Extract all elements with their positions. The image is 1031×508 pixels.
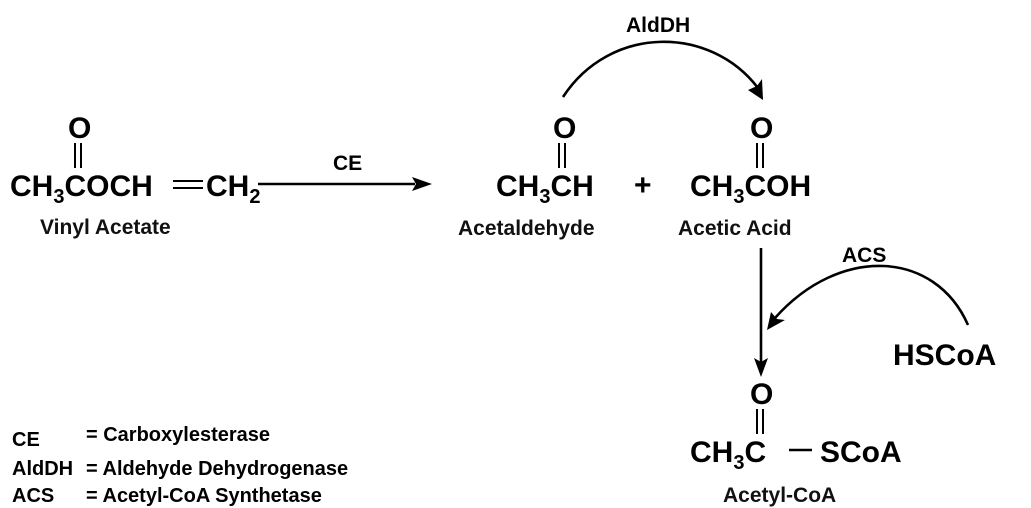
acetyl-coa-carbonyl-o: O xyxy=(750,378,773,411)
acetic-acid-formula: CH3COH xyxy=(690,170,811,208)
legend-def-acs: = Acetyl-CoA Synthetase xyxy=(86,485,322,507)
acs-vertical-arrow xyxy=(754,248,768,377)
ce-arrow-head xyxy=(412,177,432,191)
legend-def-ce: = Carboxylesterase xyxy=(86,424,270,446)
plus-sign: + xyxy=(634,169,652,202)
acetyl-coa-formula-start: CH3C xyxy=(690,436,766,474)
aldh-arrow-head xyxy=(748,79,763,100)
acs-arrow-head xyxy=(767,312,785,330)
acetic-acid-carbonyl-o: O xyxy=(750,112,773,145)
acetyl-coa-formula-end: SCoA xyxy=(820,436,902,469)
aldh-reaction-arrow: AldDH xyxy=(561,14,763,100)
vinyl-acetate-name: Vinyl Acetate xyxy=(40,216,171,239)
ce-reaction-arrow: CE xyxy=(258,152,432,191)
legend-def-aldh: = Aldehyde Dehydrogenase xyxy=(86,458,348,480)
acetic-acid: O CH3COH Acetic Acid xyxy=(678,112,811,240)
legend-abbr-aldh: AldDH xyxy=(12,458,73,480)
vinyl-acetate-carbonyl-o: O xyxy=(68,112,91,145)
aldh-arrow-curve xyxy=(561,40,760,98)
vinyl-acetate-formula-start: CH3COCH xyxy=(10,170,153,208)
abbreviation-legend: CE = Carboxylesterase AldDH = Aldehyde D… xyxy=(12,424,348,507)
acetaldehyde-formula: CH3CH xyxy=(496,170,594,208)
acs-reaction-arrow: ACS xyxy=(767,244,970,330)
ce-enzyme-label: CE xyxy=(333,152,362,175)
acetaldehyde-name: Acetaldehyde xyxy=(458,217,595,240)
acetyl-coa: O CH3C SCoA Acetyl-CoA xyxy=(690,378,902,507)
legend-abbr-ce: CE xyxy=(12,429,40,451)
vinyl-acetate: O CH3COCH CH2 Vinyl Acetate xyxy=(10,112,260,239)
hscoa-formula: HSCoA xyxy=(893,339,996,372)
acs-vertical-head xyxy=(754,358,768,377)
vinyl-acetate-formula-end: CH2 xyxy=(206,170,260,208)
acs-enzyme-label: ACS xyxy=(842,244,886,267)
acetaldehyde-carbonyl-o: O xyxy=(553,112,576,145)
acetaldehyde: O CH3CH Acetaldehyde xyxy=(458,112,595,240)
acs-arrow-curve xyxy=(774,264,970,326)
legend-abbr-acs: ACS xyxy=(12,485,54,507)
acetyl-coa-name: Acetyl-CoA xyxy=(723,484,836,507)
acetic-acid-name: Acetic Acid xyxy=(678,217,792,240)
aldh-enzyme-label: AldDH xyxy=(626,14,690,37)
